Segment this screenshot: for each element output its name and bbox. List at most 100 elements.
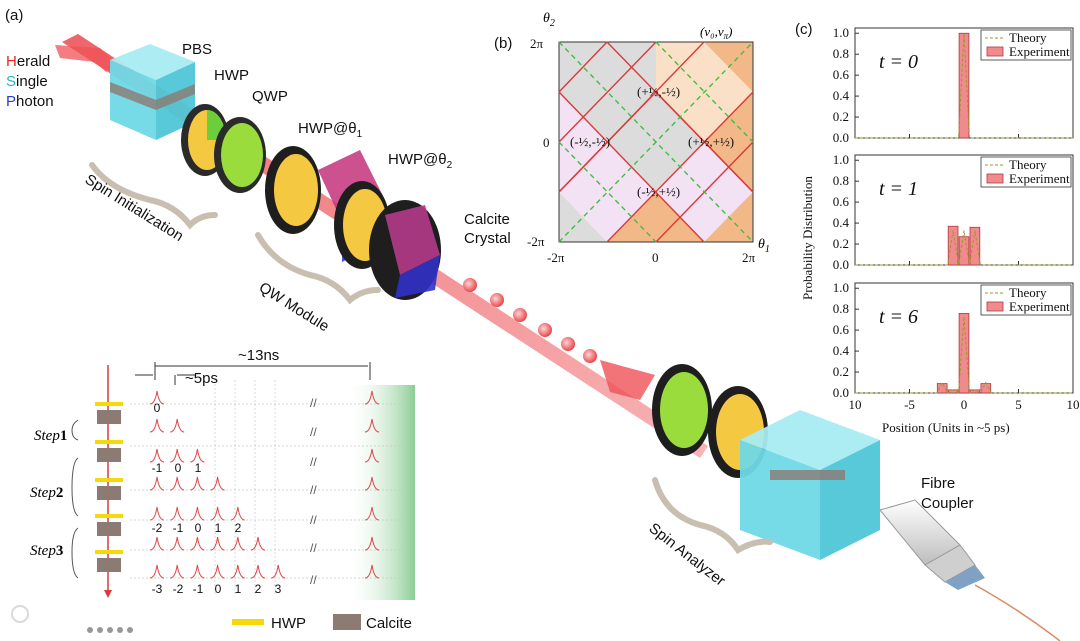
y-tick-label: 0.0 [833,130,849,145]
inset-optics-stack [95,402,123,572]
pulse [210,506,225,521]
step-brackets [71,419,79,579]
pulse [230,564,245,579]
pulse [250,536,266,551]
pulse [271,564,286,579]
fibre-label-1: Fibre [921,475,955,492]
svg-text://: // [310,513,317,527]
pulse [210,536,225,551]
pulse [170,448,185,463]
pulse [149,448,165,463]
svg-text://: // [310,455,317,469]
x-tick-label: 5 [1015,397,1022,412]
pulse-delayed [364,564,380,579]
step-2-label: Step2 [30,485,63,501]
svg-text:-3: -3 [152,582,163,596]
qwp-label: QWP [252,88,288,105]
pulse [190,536,205,551]
theory-line [855,33,1073,139]
svg-text://: // [310,573,317,587]
legend-hwp-swatch [232,619,264,625]
x-tick-label: 10 [849,397,862,412]
panel-b-ytick-bottom: -2π [527,234,545,249]
pulse [250,564,266,579]
panel-c-ylabel: Probability Distribution [800,176,815,300]
pulse [170,536,185,551]
panel-b-label: (b) [494,35,512,52]
pulse [230,536,245,551]
svg-text:-1: -1 [193,582,204,596]
legend-experiment-label: Experiment [1009,299,1070,314]
x-tick-label: -5 [904,397,915,412]
panel-a-label: (a) [5,7,23,24]
pulse [149,476,165,491]
y-tick-label: 0.4 [833,343,850,358]
svg-text:0: 0 [154,401,161,415]
svg-text:-1: -1 [173,521,184,535]
y-tick-label: 0.6 [833,67,850,82]
svg-text:-2: -2 [173,582,184,596]
calcite-label-1: Calcite [464,211,510,228]
y-tick-label: 1.0 [833,152,849,167]
panel-b-y-axis-label: θ2 [543,11,555,29]
spin-analyzer-brace [652,477,773,555]
svg-text:0: 0 [195,521,202,535]
inset-arrow-head [104,590,112,598]
svg-text:0: 0 [215,582,222,596]
step-3-label: Step3 [30,543,63,559]
legend-hwp-label: HWP [271,615,306,632]
time-step-label: t = 6 [879,306,918,328]
legend-theory-label: Theory [1009,157,1047,172]
pulse [210,564,225,579]
svg-text:3: 3 [275,582,282,596]
panel-b-corner-label: (ν₀,νπ) [700,24,733,41]
y-tick-label: 0.8 [833,301,849,316]
analyzer-qwp-plate [652,364,712,456]
x-tick-label: 0 [961,397,968,412]
pulse [149,418,165,433]
experiment-bar [969,226,981,266]
hwp-theta1-label: HWP@θ1 [298,120,363,140]
panel-b-xtick-right: 2π [742,250,756,265]
svg-text://: // [310,425,317,439]
pulse-delayed [364,448,380,463]
y-tick-label: 0.0 [833,385,849,400]
time-span-markers [135,362,371,385]
pulse-delayed [364,506,380,521]
qwp-plate [214,117,266,193]
pulse [210,476,225,491]
experiment-bar [958,312,970,394]
hwp-theta2-label: HWP@θ2 [388,151,453,171]
panel-b-ytick-mid: 0 [543,135,550,150]
pulse [190,476,205,491]
y-tick-label: 0.4 [833,88,850,103]
svg-text:Herald: Herald [6,53,50,70]
inset-pulses [149,390,380,579]
step-1-label: Step1 [34,428,67,444]
svg-text:0: 0 [175,461,182,475]
legend-theory-label: Theory [1009,285,1047,300]
svg-text://: // [310,483,317,497]
legend-theory-label: Theory [1009,30,1047,45]
qw-module-brace [255,232,381,305]
y-tick-label: 1.0 [833,280,849,295]
ns-label: ~13ns [238,347,279,364]
input-beam-arrow [55,45,118,72]
panel-c-xlabel: Position (Units in ~5 ps) [882,420,1010,435]
pulse [190,506,205,521]
experiment-bar [947,225,959,266]
svg-text:1: 1 [195,461,202,475]
pulse [230,506,245,521]
panel-b-xtick-mid: 0 [652,250,659,265]
inset-green-fade [345,385,415,600]
svg-text:2: 2 [235,521,242,535]
y-tick-label: 0.2 [833,236,849,251]
svg-text:1: 1 [235,582,242,596]
experiment-bar [958,236,970,266]
y-tick-label: 0.6 [833,194,850,209]
svg-text:Single: Single [6,73,48,90]
